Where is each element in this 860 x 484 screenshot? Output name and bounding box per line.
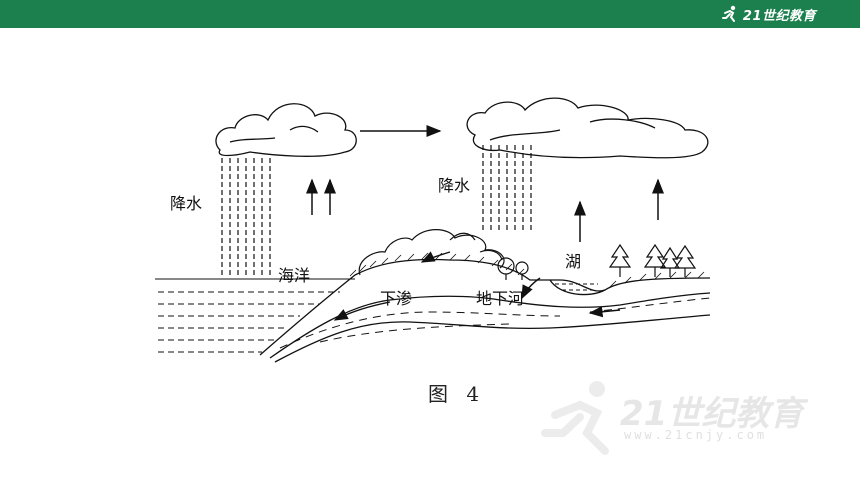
arrow-groundwater-in (588, 306, 621, 318)
arrow-runoff (420, 251, 451, 263)
pine-tree (608, 243, 632, 277)
watermark-url: www.21cnjy.com (624, 428, 768, 442)
label-lake: 湖 (565, 252, 582, 271)
cloud-right (466, 97, 709, 159)
pine-tree (673, 244, 697, 277)
brand-name: 21世纪教育 (742, 8, 816, 24)
watermark-brand: 21世纪教育 (620, 394, 804, 434)
label-ocean: 海洋 (278, 266, 311, 285)
water-cycle-diagram: 降水 降水 海洋 下渗 地下河 湖 (150, 80, 720, 374)
arrow-surface-flow (521, 277, 541, 300)
forest-canopy (358, 229, 505, 276)
header-bar: 21世纪教育 (0, 0, 860, 28)
label-underground-river: 地下河 (476, 289, 525, 308)
figure-caption: 图 4 (428, 382, 486, 406)
label-infiltration: 下渗 (380, 289, 413, 308)
pine-tree (643, 243, 667, 277)
brand-logo: 21世纪教育 (721, 4, 816, 24)
pine-tree (659, 246, 681, 277)
watermark-runner-icon (541, 381, 609, 455)
runner-icon (721, 5, 736, 22)
land-surface (259, 258, 711, 356)
label-precipitation-right: 降水 (438, 176, 471, 195)
cloud-left (215, 103, 357, 157)
label-precipitation-left: 降水 (170, 194, 203, 213)
water-cycle-figure (155, 97, 711, 363)
arrow-groundwater-out (333, 301, 391, 321)
